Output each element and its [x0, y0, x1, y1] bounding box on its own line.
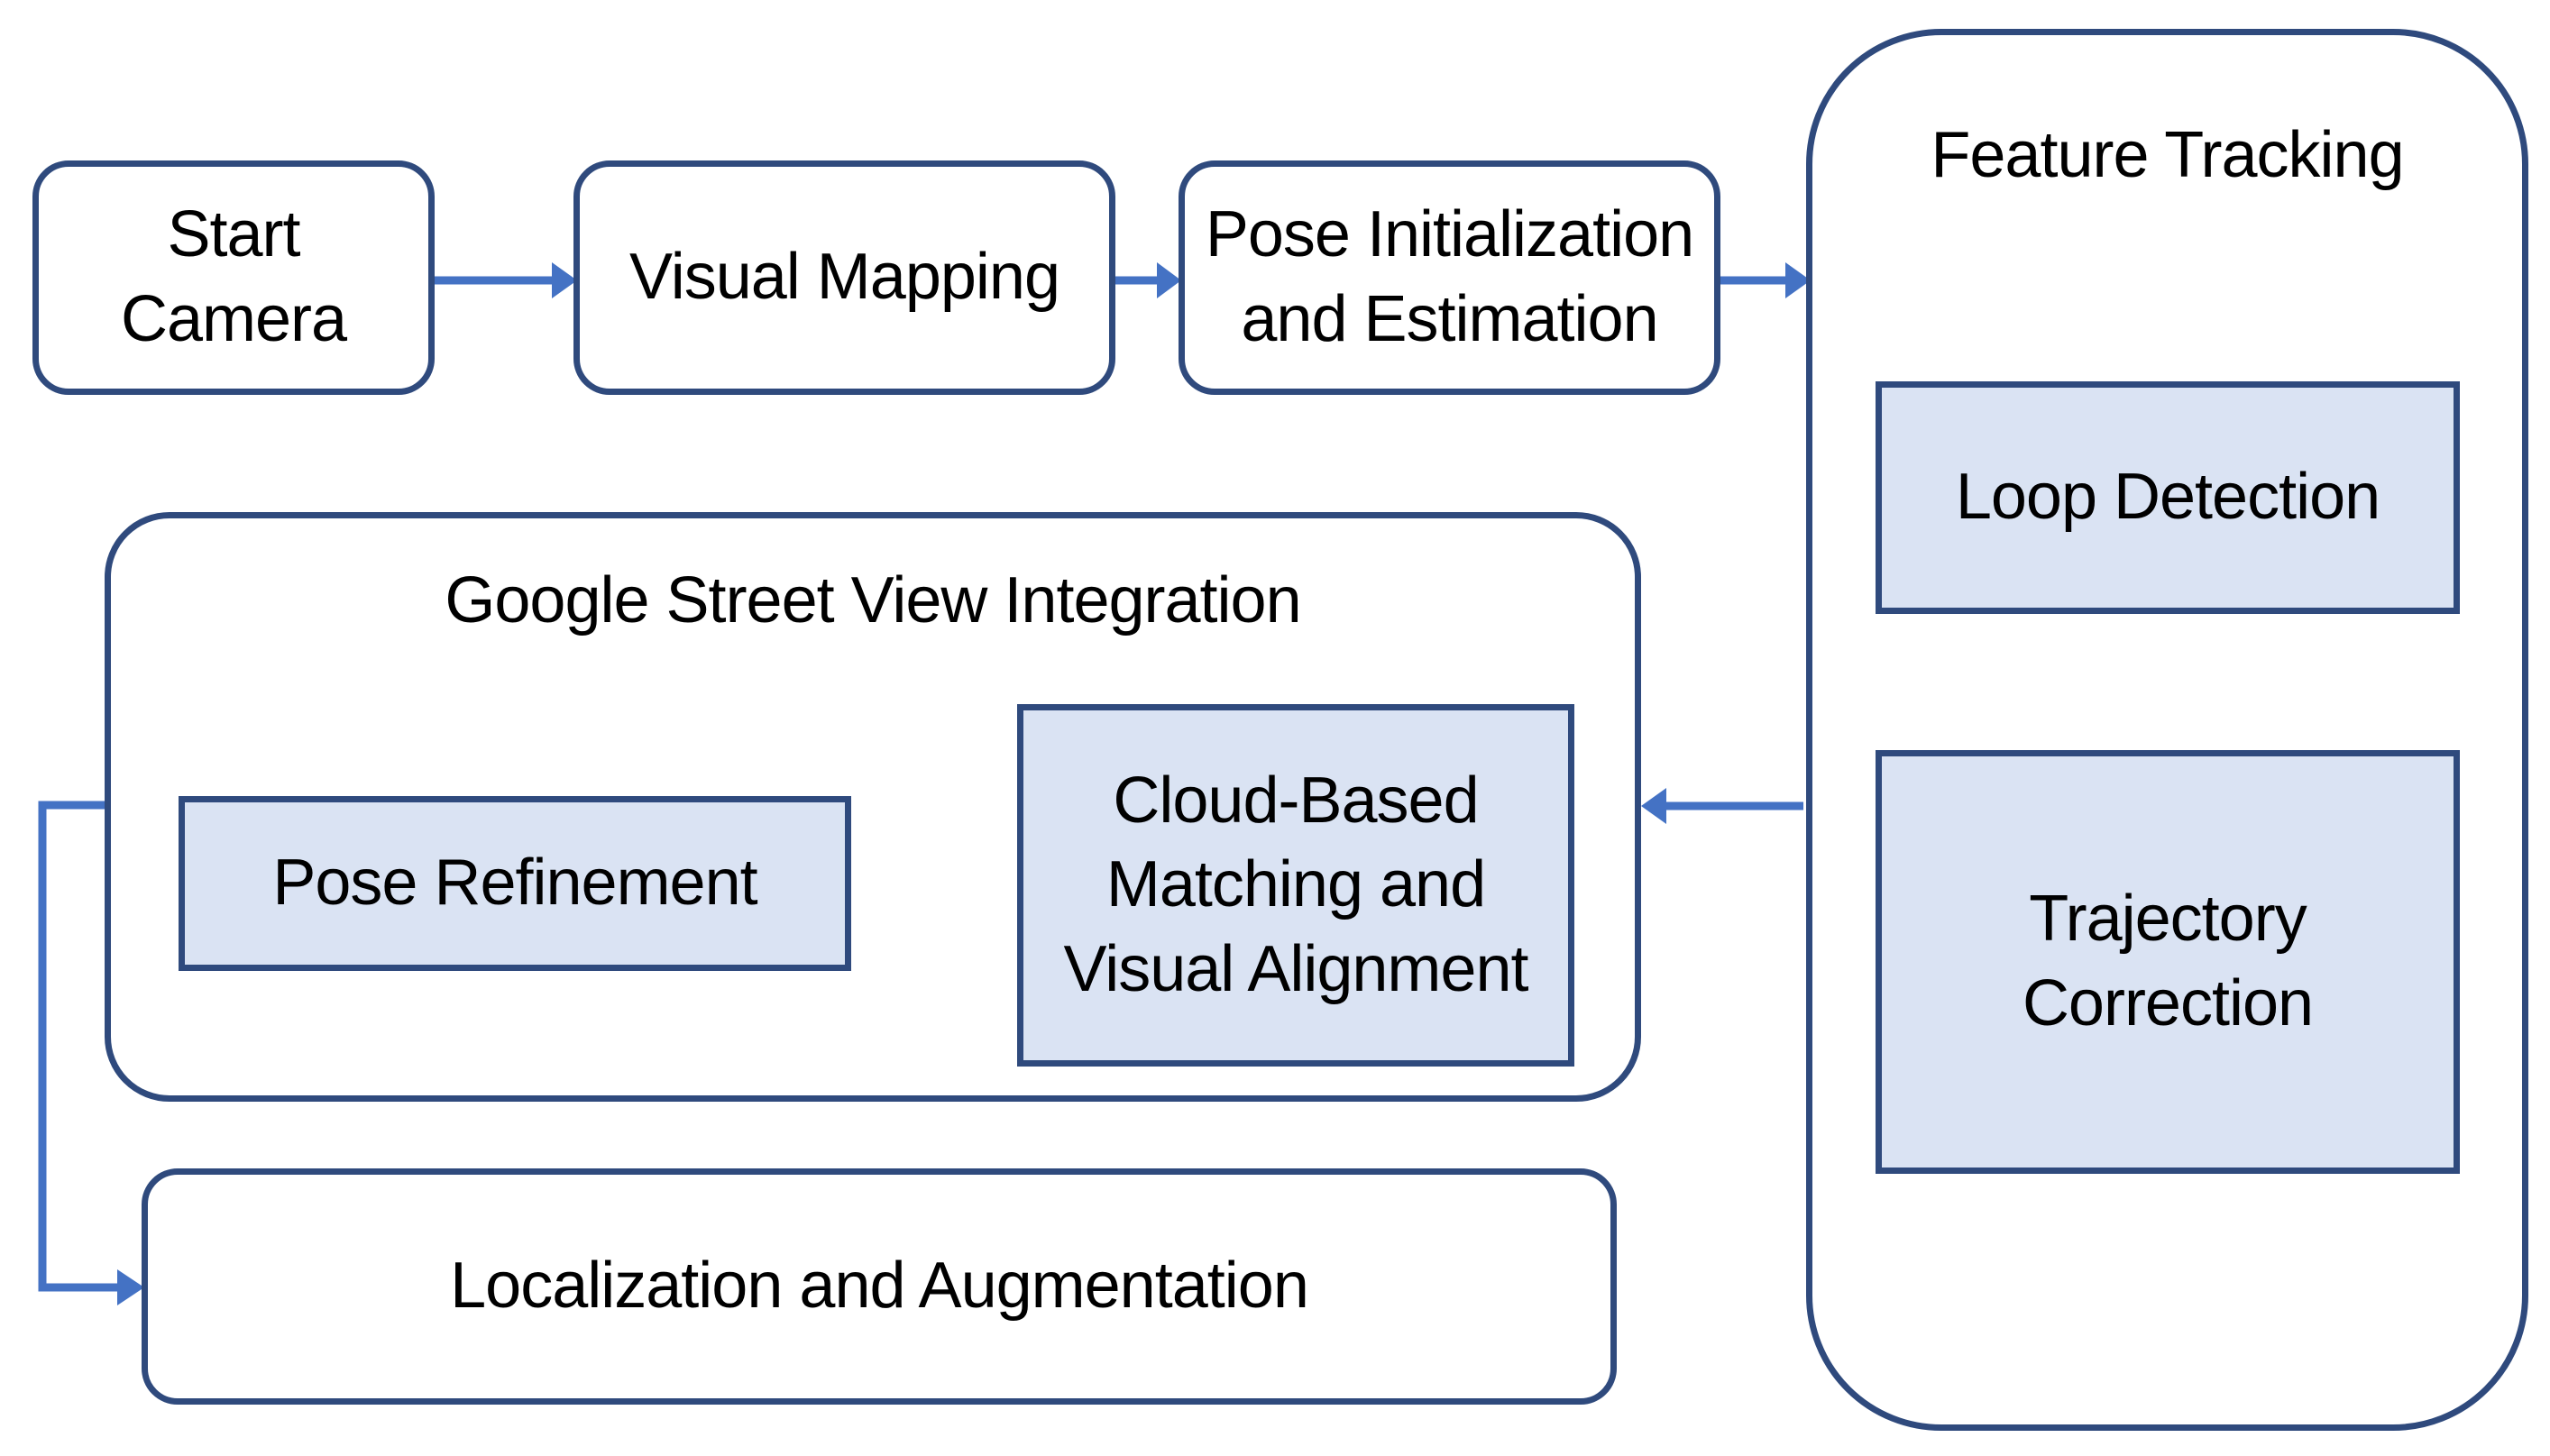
feature-tracking-title: Feature Tracking — [1931, 119, 2404, 191]
arrow-pose-init-to-feature-tracking — [1720, 262, 1811, 298]
start-camera-label: Start Camera — [120, 198, 347, 355]
visual-mapping-box: Visual Mapping — [573, 160, 1115, 395]
cloud-matching-label: Cloud-Based Matching and Visual Alignmen… — [1063, 764, 1529, 1005]
trajectory-correction-label: Trajectory Correction — [2022, 883, 2314, 1039]
arrow-feature-tracking-to-gsv — [1641, 788, 1803, 824]
start-camera-box: Start Camera — [32, 160, 435, 395]
trajectory-correction-box: Trajectory Correction — [1876, 750, 2460, 1174]
pose-initialization-box: Pose Initialization and Estimation — [1179, 160, 1720, 395]
arrow-start-to-mapping — [435, 262, 577, 298]
feature-tracking-container: Feature Tracking — [1806, 29, 2528, 1431]
loop-detection-box: Loop Detection — [1876, 381, 2460, 614]
arrow-mapping-to-pose-init — [1115, 262, 1181, 298]
localization-box: Localization and Augmentation — [142, 1168, 1617, 1405]
pose-refinement-label: Pose Refinement — [272, 847, 757, 920]
visual-mapping-label: Visual Mapping — [629, 241, 1060, 314]
cloud-matching-box: Cloud-Based Matching and Visual Alignmen… — [1017, 704, 1574, 1067]
localization-label: Localization and Augmentation — [450, 1250, 1309, 1323]
arrow-gsv-to-localization — [38, 801, 144, 1305]
pose-refinement-box: Pose Refinement — [179, 796, 851, 971]
loop-detection-label: Loop Detection — [1955, 461, 2380, 534]
gsv-integration-title: Google Street View Integration — [445, 564, 1301, 636]
pose-initialization-label: Pose Initialization and Estimation — [1205, 198, 1694, 355]
